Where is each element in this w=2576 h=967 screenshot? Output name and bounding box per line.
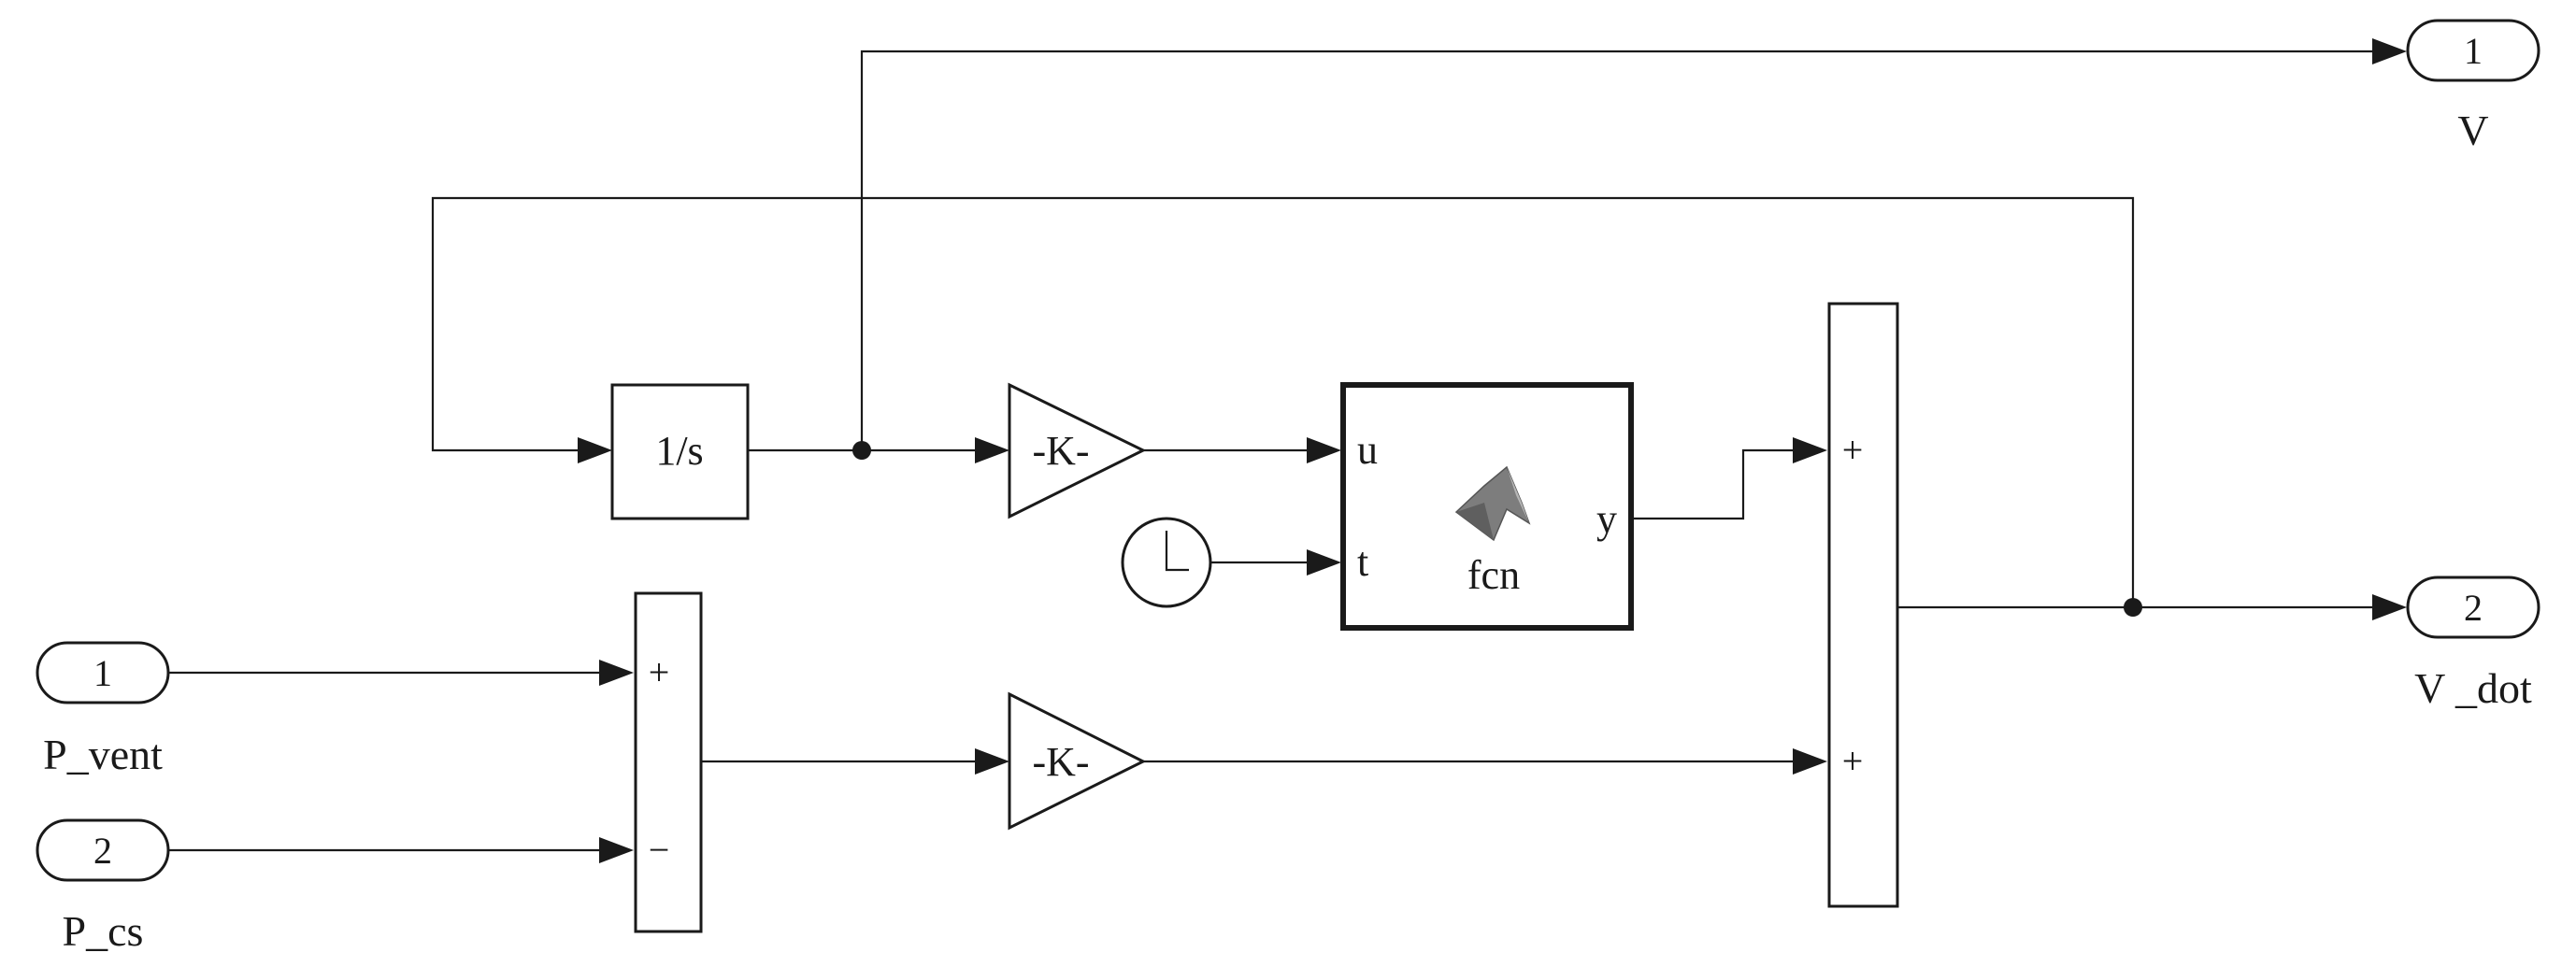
fcn-input-u-label: u (1357, 427, 1378, 473)
arrow-outport-vdot-in (2372, 594, 2407, 620)
signal-lines (168, 50, 2379, 852)
gain-block-bottom[interactable]: -K- (1008, 691, 1147, 831)
outport-2-number: 2 (2464, 587, 2483, 629)
arrow-fcn-t-in (1307, 549, 1341, 576)
inport-1-label: P_vent (43, 731, 163, 778)
sum-right-sign-bottom: + (1842, 740, 1864, 782)
arrow-fcn-u-in (1307, 437, 1341, 463)
inport-2-number: 2 (93, 830, 112, 872)
inport-1-number: 1 (93, 652, 112, 694)
arrow-outport-v-in (2372, 38, 2407, 64)
clock-hands (1165, 531, 1189, 572)
inport-2[interactable]: 2 P_cs (36, 818, 170, 955)
outport-1-number: 1 (2464, 30, 2483, 72)
arrowheads (578, 38, 2407, 863)
clock-block[interactable] (1121, 517, 1212, 608)
gain-bottom-label: -K- (1032, 739, 1089, 785)
wire-fcn-y-to-sum (1631, 448, 1799, 520)
outport-1[interactable]: 1 V (2406, 19, 2540, 154)
outport-2-label: V _dot (2414, 664, 2532, 712)
gain-top-label: -K- (1032, 428, 1089, 474)
arrow-gain-bottom-in (975, 748, 1009, 775)
fcn-input-t-label: t (1357, 539, 1368, 585)
outport-2[interactable]: 2 V _dot (2406, 576, 2540, 712)
fcn-output-y-label: y (1596, 496, 1617, 542)
arrow-sum-left-plus-in (599, 660, 634, 686)
outport-1-label: V (2457, 107, 2488, 154)
wire-to-outport-v (860, 50, 2379, 450)
matlab-function-block[interactable]: u t y fcn (1340, 382, 1634, 631)
integrator-label: 1/s (655, 428, 703, 474)
inport-2-label: P_cs (63, 907, 144, 955)
arrow-integrator-in (578, 437, 612, 463)
junction-dot-vdot (2124, 598, 2142, 617)
sum-block-left[interactable]: + − (634, 591, 703, 933)
sum-left-sign-minus: − (649, 829, 670, 871)
integrator-block[interactable]: 1/s (610, 383, 750, 520)
fcn-name-label: fcn (1467, 552, 1520, 598)
arrow-sum-right-top-in (1793, 437, 1827, 463)
matlab-logo-icon (1454, 465, 1531, 542)
inport-1[interactable]: 1 P_vent (36, 641, 170, 778)
arrow-sum-left-minus-in (599, 837, 634, 863)
sum-left-sign-plus: + (649, 651, 670, 693)
wire-feedback-to-integrator (431, 196, 2135, 607)
arrow-gain-top-in (975, 437, 1009, 463)
junction-dot-integrator (852, 441, 871, 460)
arrow-sum-right-bottom-in (1793, 748, 1827, 775)
sum-block-right[interactable]: + + (1827, 302, 1899, 908)
gain-block-top[interactable]: -K- (1008, 382, 1147, 519)
sum-right-sign-top: + (1842, 429, 1864, 471)
